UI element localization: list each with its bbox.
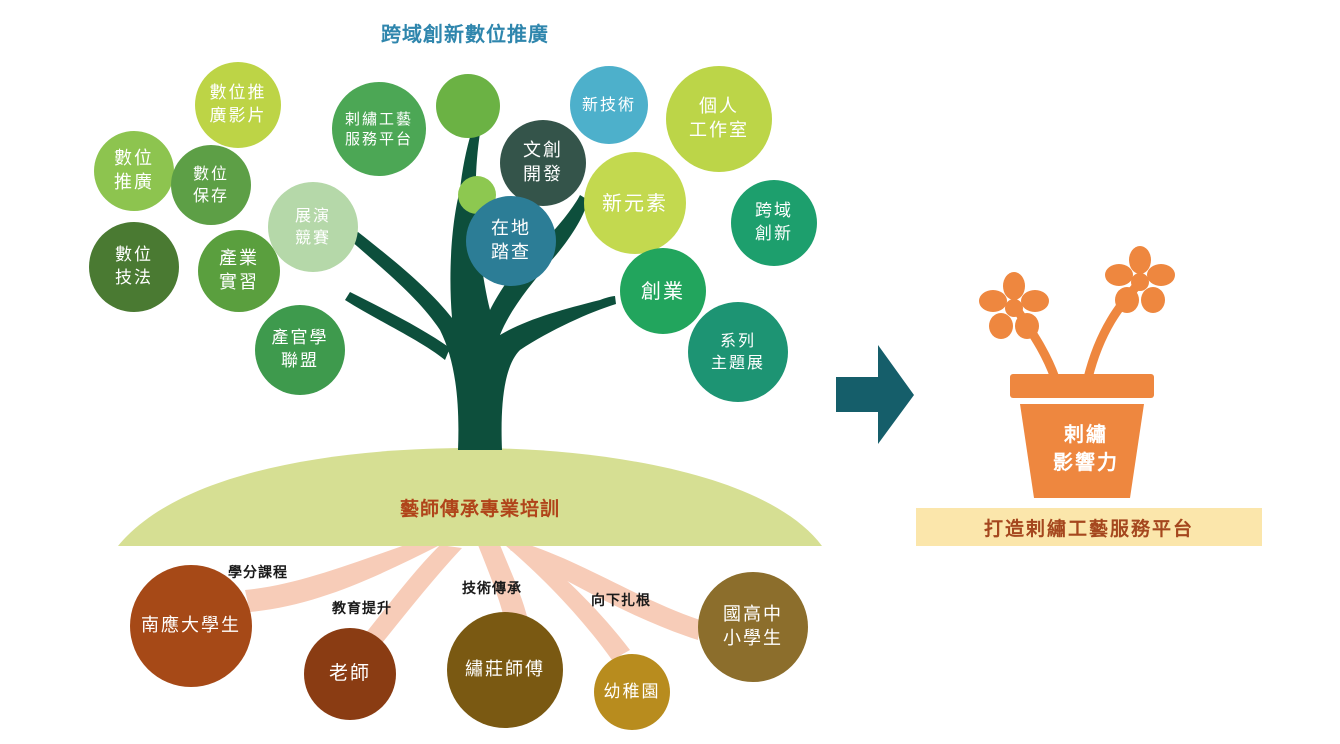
bubble-master: 繡莊師傅 (447, 612, 563, 728)
platform-banner: 打造剌繡工藝服務平台 (916, 508, 1262, 546)
bubble-school: 國高中 小學生 (698, 572, 808, 682)
bubble-teacher: 老師 (304, 628, 396, 720)
root-midleft (360, 545, 462, 648)
hill-title: 藝師傳承專業培訓 (399, 498, 560, 520)
bubble-startup: 創業 (620, 248, 706, 334)
bubble-cross-innovation: 跨域 創新 (731, 180, 817, 266)
page-title: 跨域創新數位推廣 (381, 22, 549, 46)
root-right (510, 542, 700, 640)
roots (245, 540, 700, 660)
branch-left-low (345, 292, 450, 360)
bubble-new-element: 新元素 (584, 152, 686, 254)
bubble-fieldwork: 在地 踏查 (466, 196, 556, 286)
flower-left (979, 272, 1049, 339)
flower-right (1105, 246, 1175, 313)
root-label-heritage: 技術傳承 (462, 581, 522, 597)
pot-rim (1010, 374, 1154, 398)
bubble-internship: 產業 實習 (198, 230, 280, 312)
bubble-exhibition: 展演 競賽 (268, 182, 358, 272)
trunk-main (350, 130, 616, 450)
bubble-kindergarten: 幼稚園 (594, 654, 670, 730)
bubble-digital-tech: 數位 技法 (89, 222, 179, 312)
root-label-courses: 學分課程 (228, 565, 288, 581)
arrow-icon (836, 345, 914, 444)
bubble-video: 數位推 廣影片 (195, 62, 281, 148)
bubble-alliance: 產官學 聯盟 (255, 305, 345, 395)
bubble-digital-promo: 數位 推廣 (94, 131, 174, 211)
root-mid (478, 545, 528, 622)
bubble-cultural: 文創 開發 (500, 120, 586, 206)
bubble-digital-preserve: 數位 保存 (171, 145, 251, 225)
root-label-education: 教育提升 (332, 601, 392, 617)
bubble-top-blank (436, 74, 500, 138)
root-label-grassroots: 向下扎根 (591, 593, 651, 609)
bubble-series: 系列 主題展 (688, 302, 788, 402)
root-left (245, 540, 440, 612)
bubble-university: 南應大學生 (130, 565, 252, 687)
pot-body (1020, 404, 1144, 498)
bubble-platform: 剌繡工藝 服務平台 (332, 82, 426, 176)
hill (118, 448, 822, 546)
flower-pot-icon (979, 246, 1175, 498)
root-midright (505, 545, 630, 660)
pot-label: 剌繡 影響力 (1053, 422, 1119, 474)
bubble-new-tech: 新技術 (570, 66, 648, 144)
bubble-studio: 個人 工作室 (666, 66, 772, 172)
